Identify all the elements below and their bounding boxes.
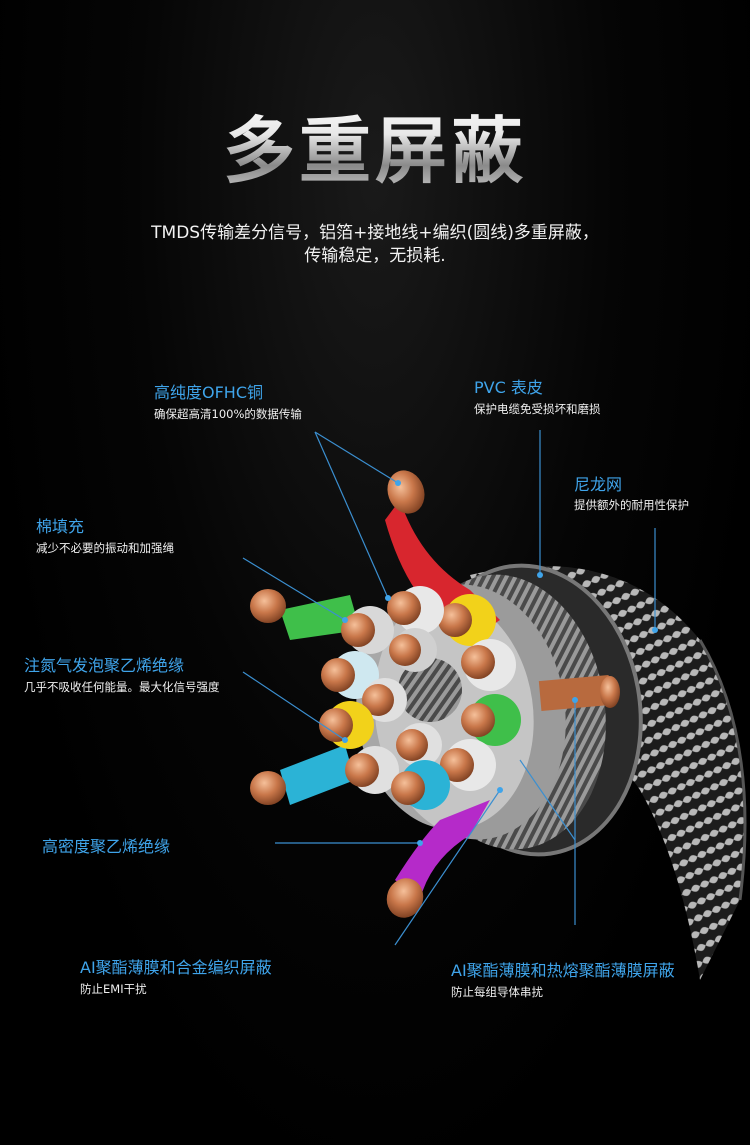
nylon-mesh-title: 尼龙网 — [574, 475, 623, 494]
cotton-filler-title: 棉填充 — [36, 517, 85, 536]
cotton-filler-desc: 减少不必要的振动和加强绳 — [36, 541, 174, 555]
hotmelt-shield-desc: 防止每组导体串扰 — [451, 985, 543, 999]
purple-wire — [386, 800, 490, 918]
hdpe-insulation-title: 高密度聚乙烯绝缘 — [42, 837, 171, 856]
callout-lines — [242, 430, 656, 946]
alloy-braid-desc: 防止EMI干扰 — [80, 982, 147, 996]
ofhc-copper-desc: 确保超高清100%的数据传输 — [154, 407, 302, 421]
green-left-wire — [250, 589, 360, 640]
conductor-pairs — [319, 586, 521, 810]
center-filler — [398, 658, 462, 722]
callout-dots — [342, 480, 658, 846]
alloy-braid-title: AI聚酯薄膜和合金编织屏蔽 — [80, 958, 272, 977]
ofhc-copper-title: 高纯度OFHC铜 — [154, 383, 264, 402]
hotmelt-shield-title: AI聚酯薄膜和热熔聚酯薄膜屏蔽 — [451, 961, 675, 980]
foam-insulation-title: 注氮气发泡聚乙烯绝缘 — [24, 656, 185, 675]
pvc-jacket-desc: 保护电缆免受损坏和磨损 — [474, 402, 601, 416]
right-copper-wire — [538, 675, 620, 711]
pvc-jacket-title: PVC 表皮 — [474, 378, 543, 397]
cyan-left-wire — [250, 745, 355, 805]
subtitle-line-1: TMDS传输差分信号，铝箔+接地线+编织(圆线)多重屏蔽， — [151, 223, 599, 243]
subtitle-line-2: 传输稳定，无损耗. — [304, 246, 446, 266]
foam-insulation-desc: 几乎不吸收任何能量。最大化信号强度 — [24, 680, 220, 694]
nylon-mesh-desc: 提供额外的耐用性保护 — [574, 498, 689, 512]
page-title: 多重屏蔽 — [0, 92, 750, 197]
